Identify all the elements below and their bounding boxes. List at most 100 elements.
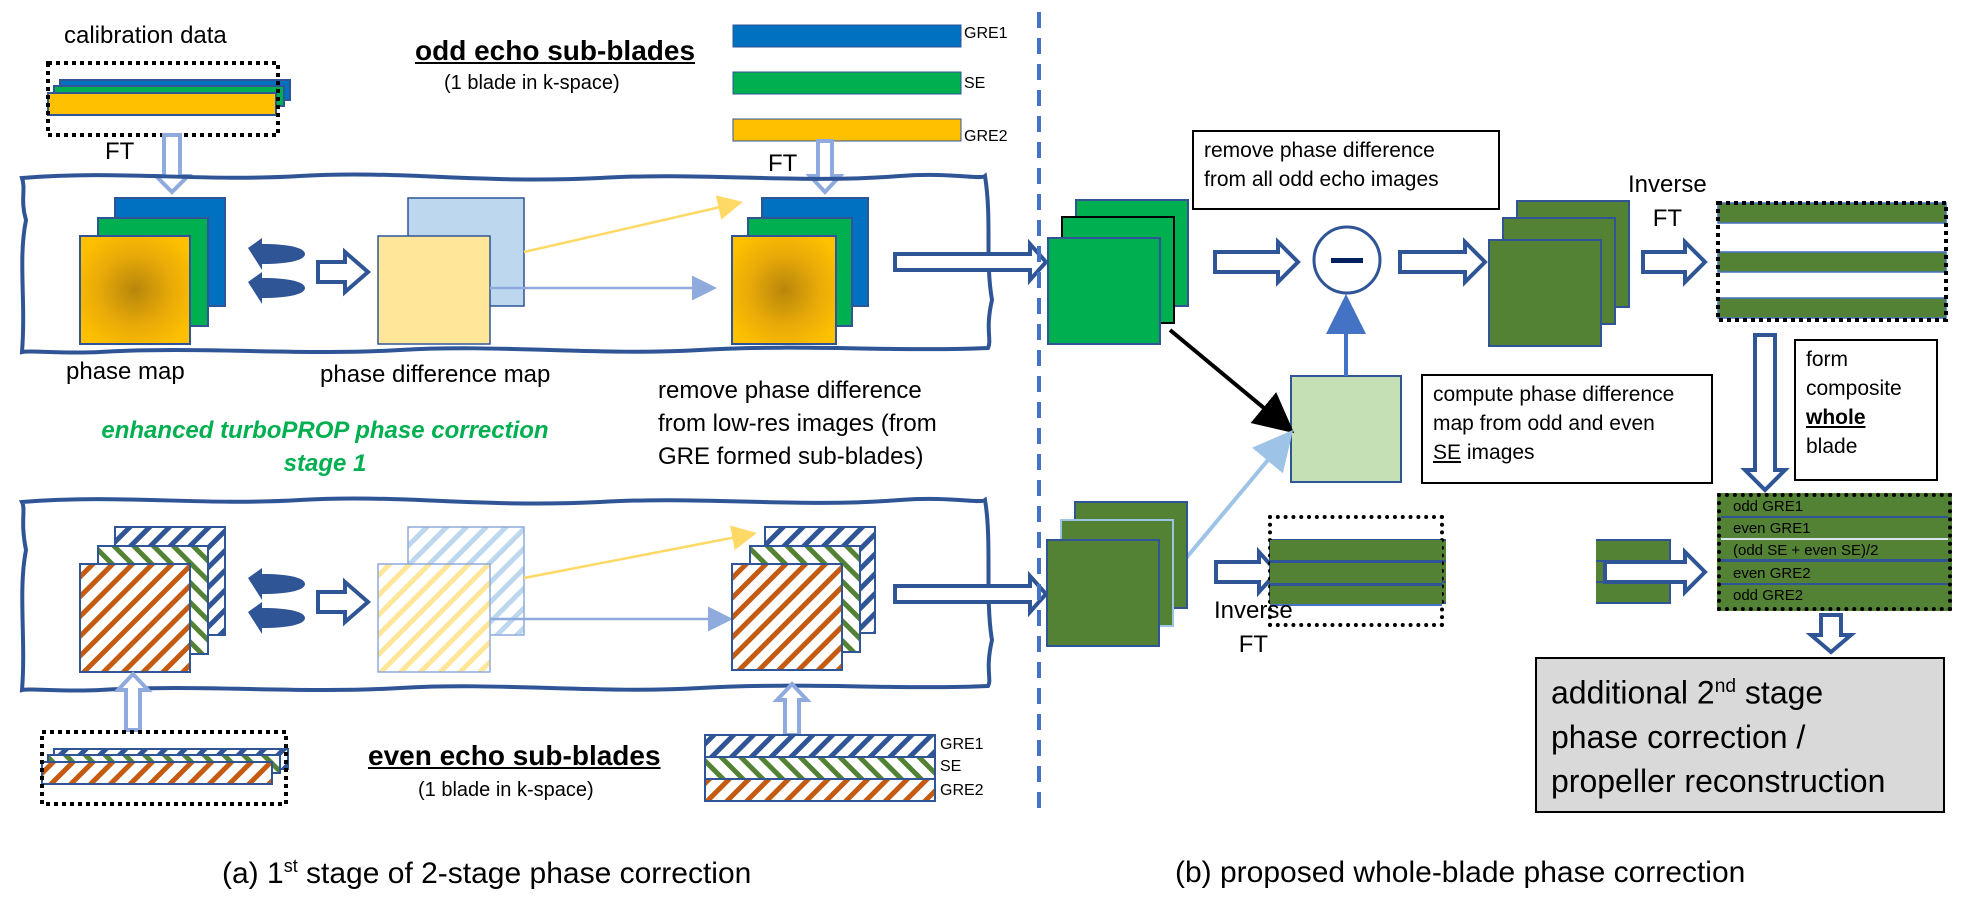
up-arrow-even-cal [113,671,153,732]
odd-blade-gre2 [732,118,962,142]
odd-blade-label-se: SE [964,75,986,92]
caption-panel-a: (a) 1st stage of 2-stage phase correctio… [222,856,751,891]
text-line: remove phase difference [658,377,922,404]
even-blade-label-se: SE [940,758,962,775]
form-composite-box: form composite whole blade [1794,339,1938,481]
yellow-connector-arrow [523,195,743,254]
text: stage [1736,674,1824,711]
calibration-data-label: calibration data [64,22,227,49]
even-blade-gre1 [704,734,936,758]
text-line: SE images [1433,438,1701,467]
odd-blade-label-gre2: GRE2 [964,128,1008,145]
ft-label: FT [768,150,798,177]
odd-echo-title: odd echo sub-blades [415,35,696,66]
odd-blade-se [732,71,962,95]
text-line: blade [1806,435,1858,458]
text-line: compute phase difference [1433,383,1675,406]
text: additional 2 [1551,674,1715,711]
ft-down-arrow-1 [151,133,193,195]
text-line: enhanced turboPROP phase correction [101,417,549,444]
stage-1-title: enhanced turboPROP phase correction stag… [40,414,610,480]
even-blade-gre2 [704,778,936,802]
hollow-arrow-to-panel-b-bottom [893,570,1049,618]
calibration-data-group [46,61,291,137]
even-processing-frame [18,496,995,693]
hollow-arrow-to-corrected [1398,237,1488,287]
text-line: FT [1652,205,1683,232]
text-line: from low-res images (from [658,410,937,437]
whole-bold-word: whole [1806,406,1866,429]
iterate-arrows-icon [248,238,305,304]
ft-label: FT [105,138,135,165]
composite-row: (odd SE + even SE)/2 [1721,541,1948,562]
odd-blade-gre1 [732,24,962,48]
hollow-arrow-to-panel-b-top [893,238,1049,286]
odd-processing-frame [19,172,995,355]
corrected-image-stack [731,197,869,345]
even-blade-se [704,756,936,780]
calibration-blade-yellow [47,92,277,116]
odd-echo-subtitle: (1 blade in k-space) [444,72,620,94]
caption-panel-b: (b) proposed whole-blade phase correctio… [1175,856,1746,889]
even-phase-diff-stack [377,526,525,673]
caption-sup: st [283,856,298,876]
text-tail: images [1461,441,1535,464]
composite-row: even GRE1 [1721,519,1948,540]
even-echo-images-stack [1046,501,1188,647]
even-echo-blades [704,734,936,802]
remove-phase-diff-box: remove phase difference from all odd ech… [1192,130,1500,210]
text-line: Inverse [1214,597,1293,624]
phase-map-label: phase map [66,358,185,385]
phase-diff-map-label: phase difference map [320,361,551,388]
hollow-arrow-to-diffmap [316,247,372,297]
composite-row: odd GRE2 [1733,587,1804,604]
compute-phase-diff-box: compute phase difference map from odd an… [1421,374,1713,484]
even-iterate-arrows-icon [248,568,305,634]
phase-map-stack [79,197,226,345]
phase-map-image [79,235,191,345]
remove-phase-diff-label: remove phase difference from low-res ima… [658,374,937,473]
text-line: from all odd echo images [1204,168,1439,191]
even-phase-map-stack [79,526,226,673]
even-se-to-diffmap-arrow [1170,429,1294,577]
phase-diff-map-stack [377,197,525,345]
odd-kspace-blade [1716,201,1948,322]
even-echo-title: even echo sub-blades [368,740,661,771]
se-underlined: SE [1433,441,1462,464]
text-line: composite [1806,377,1902,400]
text-line: Inverse [1628,171,1707,198]
text-line: form [1806,348,1848,371]
even-kspace-rows [1270,540,1442,606]
even-yellow-connector [523,525,757,580]
composite-row: odd GRE1 [1721,497,1948,518]
text-line: FT [1238,631,1269,658]
caption-text: (a) 1 [222,857,284,890]
composite-row: even GRE2 [1721,564,1948,585]
ft-down-arrow-2 [805,139,845,195]
text-line: remove phase difference [1204,139,1435,162]
hollow-arrow-to-minus [1213,237,1301,287]
corrected-odd-stack [1488,200,1630,347]
even-corrected-stack [731,526,876,671]
even-calibration-group [40,730,289,806]
sup: nd [1714,676,1737,697]
composite-whole-blade: odd GRE1 even GRE1 (odd SE + even SE)/2 … [1717,493,1952,611]
inverse-ft-label-bottom: Inverse FT [1214,594,1293,662]
text-line: GRE formed sub-blades) [658,443,924,470]
text-line: phase correction / [1551,718,1806,755]
down-arrow-form-composite [1740,333,1790,493]
odd-se-to-diffmap-arrow [1168,328,1295,434]
odd-echo-blades [732,24,962,142]
even-hollow-arrow [316,577,372,627]
text-line: map from odd and even [1433,412,1655,435]
odd-echo-images-stack [1047,199,1189,345]
text-line: stage 1 [283,450,367,477]
text-line: propeller reconstruction [1551,762,1886,799]
mask [1446,536,1596,608]
caption-text: stage of 2-stage phase correction [297,857,752,890]
se-phase-diff-map [1290,375,1402,483]
text-line: additional 2nd stage [1551,665,1929,715]
down-arrow-to-stage-2 [1805,613,1857,655]
inverse-ft-label-top: Inverse FT [1628,168,1707,236]
